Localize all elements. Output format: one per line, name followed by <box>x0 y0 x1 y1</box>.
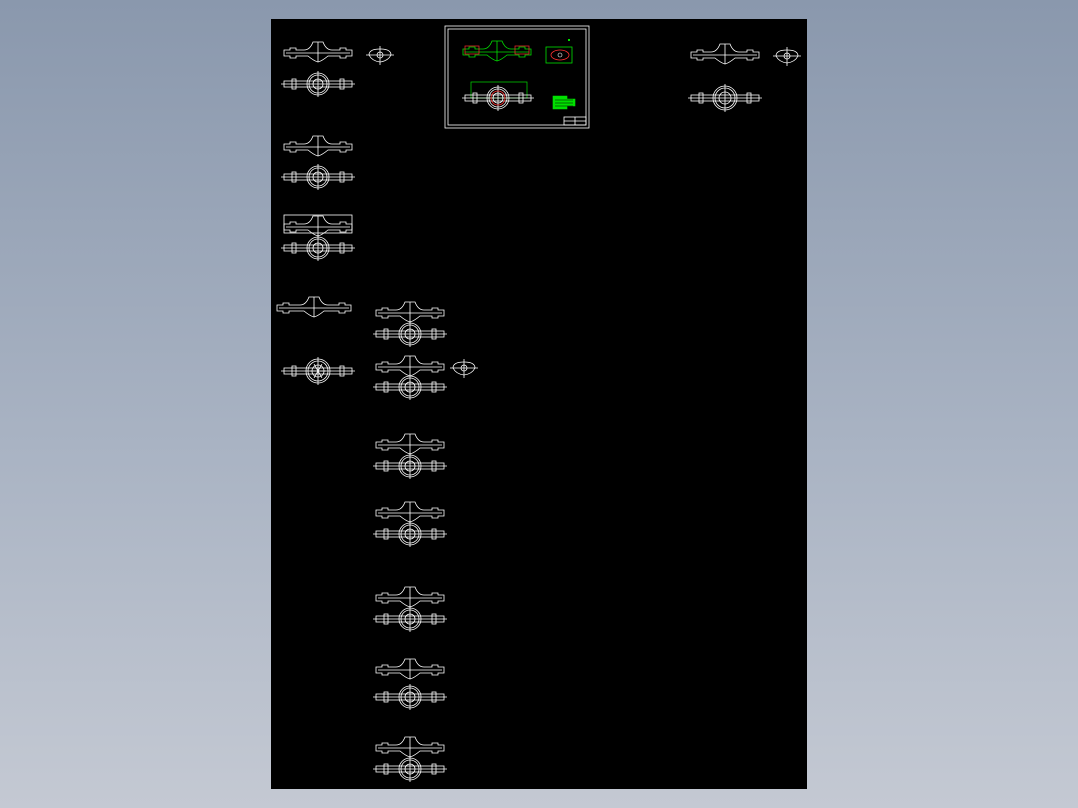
axle-view-pair <box>281 135 355 190</box>
axle-housing-front-view <box>373 453 447 479</box>
axle-housing-top-view <box>276 296 352 318</box>
axle-housing-front-view <box>281 357 355 385</box>
axle-housing-top-view <box>690 43 760 65</box>
inset-end-view <box>545 39 573 64</box>
axle-view-pair <box>373 658 447 710</box>
axle-housing-front-view <box>462 85 534 111</box>
axle-view-pair <box>281 41 355 97</box>
axle-housing-front-view <box>688 84 762 112</box>
axle-housing-front-view <box>281 164 355 190</box>
axle-view-pair <box>688 43 762 112</box>
axle-housing-top-view <box>375 301 445 323</box>
end-view <box>366 46 394 65</box>
axle-view-pair <box>281 215 355 261</box>
section-box <box>283 214 353 234</box>
axle-housing-front-view <box>373 606 447 632</box>
axle-housing-top-view <box>283 135 353 157</box>
axle-housing-front-view <box>373 684 447 710</box>
axle-view-pair <box>373 301 447 347</box>
axle-housing-front-view <box>373 521 447 547</box>
drawing-sheet[interactable] <box>271 19 807 789</box>
axle-view-pair <box>373 736 447 782</box>
axle-housing-top-view <box>375 433 445 455</box>
axle-housing-front-view <box>281 71 355 97</box>
end-view <box>450 359 478 378</box>
title-block <box>563 116 587 126</box>
axle-housing-front-view <box>373 321 447 347</box>
axle-housing-top-view <box>375 501 445 523</box>
axle-housing-top-view <box>375 658 445 680</box>
axle-view-pair <box>373 501 447 547</box>
drawing-canvas <box>276 25 801 782</box>
axle-view-pair <box>373 433 447 479</box>
axle-housing-front-view <box>373 756 447 782</box>
end-view <box>773 47 801 66</box>
axle-view-pair <box>373 586 447 632</box>
axle-housing-top-view <box>375 355 445 377</box>
axle-view-pair <box>373 355 447 400</box>
axle-housing-top-view <box>283 41 353 63</box>
axle-view-pair <box>276 296 355 385</box>
axle-housing-front-view <box>373 374 447 400</box>
axle-housing-top-view <box>462 40 532 62</box>
detail-block <box>552 95 576 110</box>
axle-housing-top-view <box>375 586 445 608</box>
inset-frame <box>444 25 590 129</box>
axle-housing-top-view <box>375 736 445 758</box>
axle-housing-front-view <box>281 235 355 261</box>
